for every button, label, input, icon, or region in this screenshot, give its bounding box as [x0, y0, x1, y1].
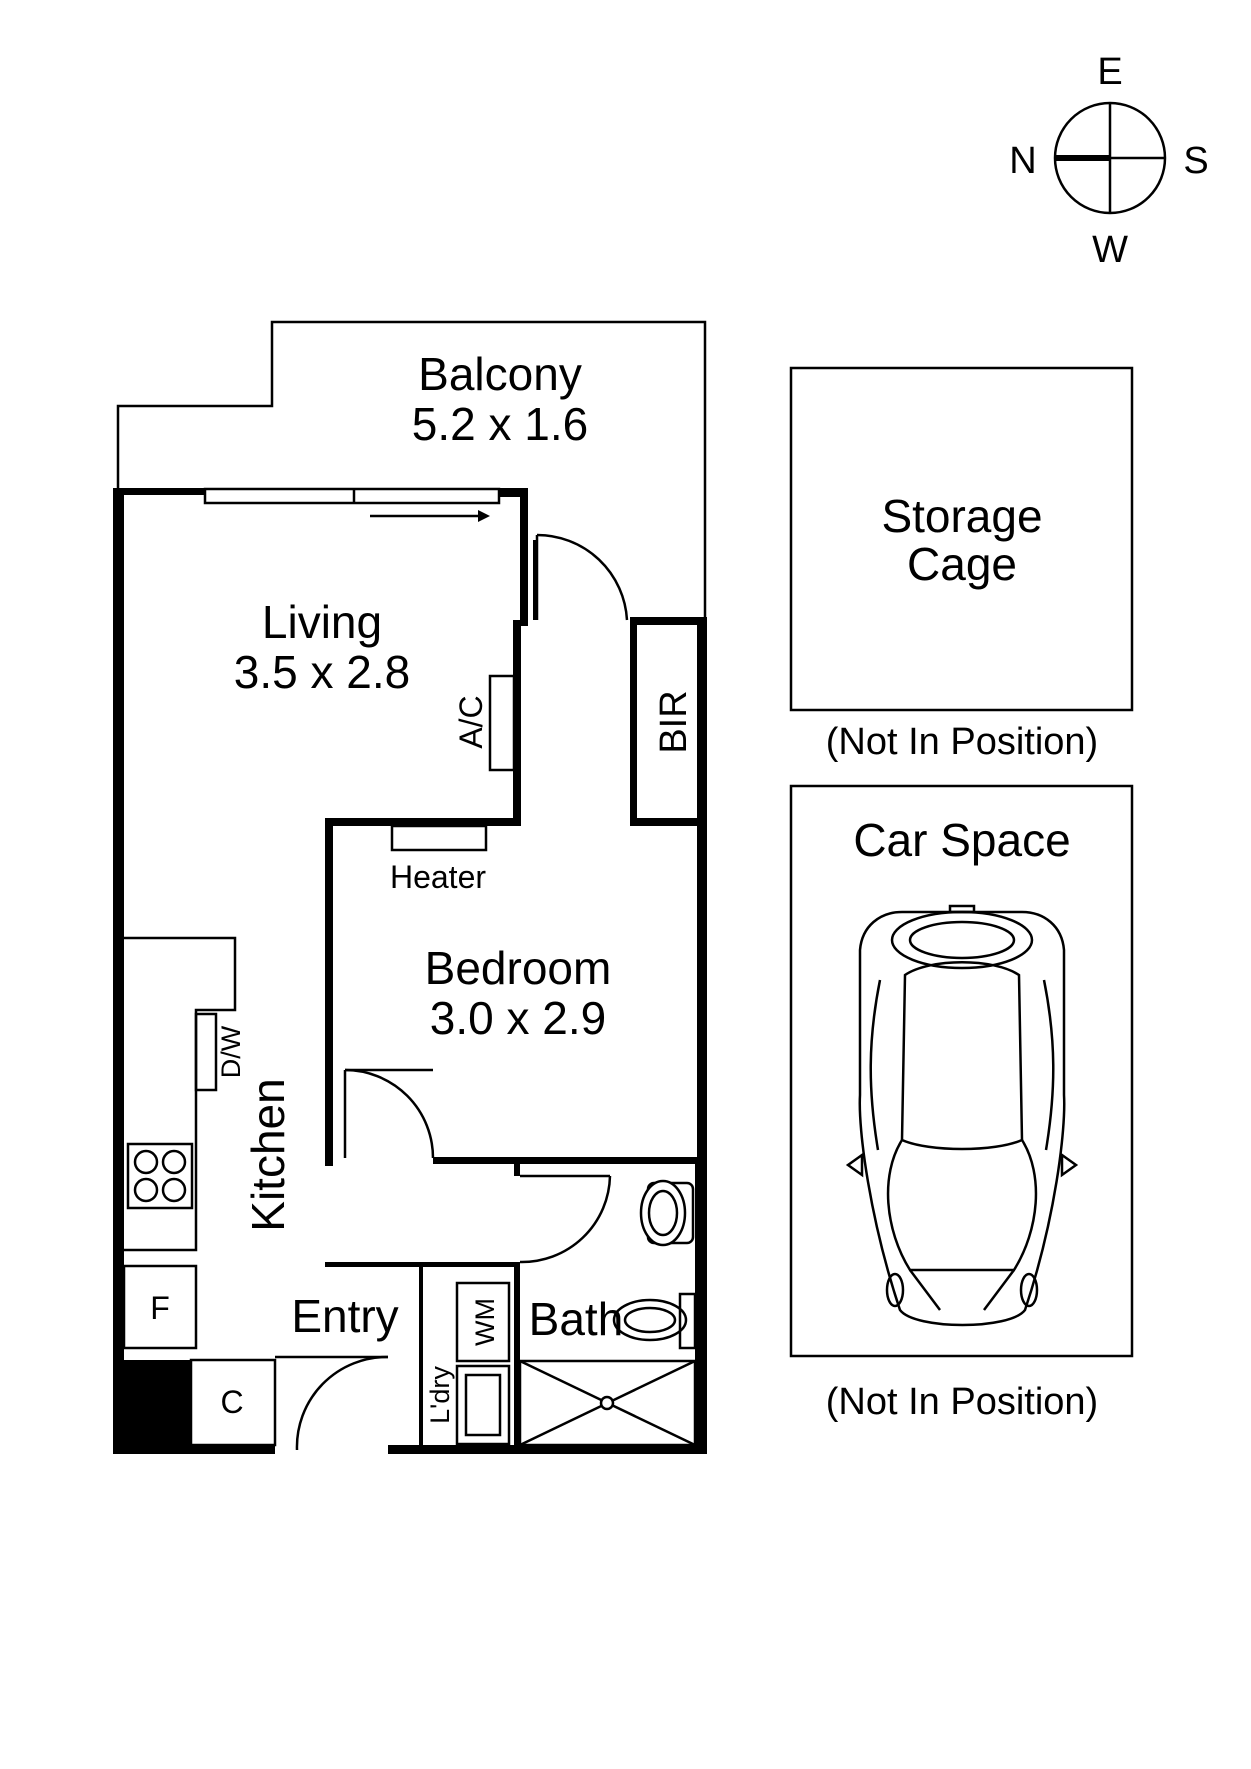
cooktop-icon	[126, 1142, 194, 1210]
shower-icon	[518, 1359, 697, 1447]
doors	[275, 533, 629, 1451]
car-space-box	[789, 784, 1134, 1358]
laundry-fixtures	[455, 1281, 511, 1446]
balcony-size: 5.2 x 1.6	[412, 398, 588, 450]
entry-label: Entry	[291, 1290, 398, 1342]
slide-arrow-icon	[478, 510, 490, 522]
washing-machine	[455, 1281, 511, 1363]
car-space-label: Car Space	[853, 814, 1070, 866]
bath-fixtures	[518, 1179, 697, 1447]
ac-unit	[488, 674, 516, 772]
compass-south-label: S	[1183, 140, 1208, 182]
bath-label: Bath	[529, 1293, 624, 1345]
kitchen-bench	[122, 936, 277, 1447]
storage-label-line1: Storage	[881, 490, 1042, 542]
washing-machine-label: WM	[470, 1298, 500, 1346]
balcony-outline	[116, 320, 707, 620]
basin-icon	[612, 1298, 688, 1342]
fridge-box	[122, 1264, 198, 1350]
balcony-label: Balcony	[418, 348, 582, 400]
living-label: Living	[262, 596, 382, 648]
heater-unit	[390, 824, 488, 852]
bedroom-size: 3.0 x 2.9	[430, 992, 606, 1044]
storage-label-line2: Cage	[907, 538, 1017, 590]
car-space-note: (Not In Position)	[826, 1381, 1098, 1423]
dishwasher	[194, 1012, 218, 1092]
storage-note: (Not In Position)	[826, 721, 1098, 763]
car-space: Car Space (Not In Position)	[789, 784, 1134, 1423]
drain-icon	[599, 1395, 615, 1411]
fridge-label: F	[150, 1290, 170, 1326]
compass-east-label: E	[1097, 51, 1122, 93]
living-size: 3.5 x 2.8	[234, 646, 410, 698]
laundry-tub	[455, 1364, 511, 1446]
bedroom-label: Bedroom	[425, 942, 612, 994]
kitchen-label: Kitchen	[242, 1078, 294, 1231]
outer-walls	[113, 488, 707, 1454]
laundry-label: L'dry	[425, 1366, 455, 1424]
ac-label: A/C	[453, 695, 489, 748]
car-icon	[845, 904, 1079, 1327]
living-sliding-door	[203, 487, 501, 522]
interior-walls	[325, 617, 707, 1454]
heater-label: Heater	[390, 859, 486, 895]
storage-cage-box	[789, 366, 1134, 712]
compass: E N S W	[1009, 51, 1208, 271]
bir-label: BIR	[653, 690, 695, 753]
storage-cage: Storage Cage (Not In Position)	[789, 366, 1134, 763]
compass-north-label: N	[1009, 140, 1036, 182]
dishwasher-label: D/W	[216, 1025, 246, 1078]
cupboard-label: C	[220, 1384, 243, 1420]
compass-west-label: W	[1092, 229, 1128, 271]
cupboard-box	[189, 1358, 277, 1447]
